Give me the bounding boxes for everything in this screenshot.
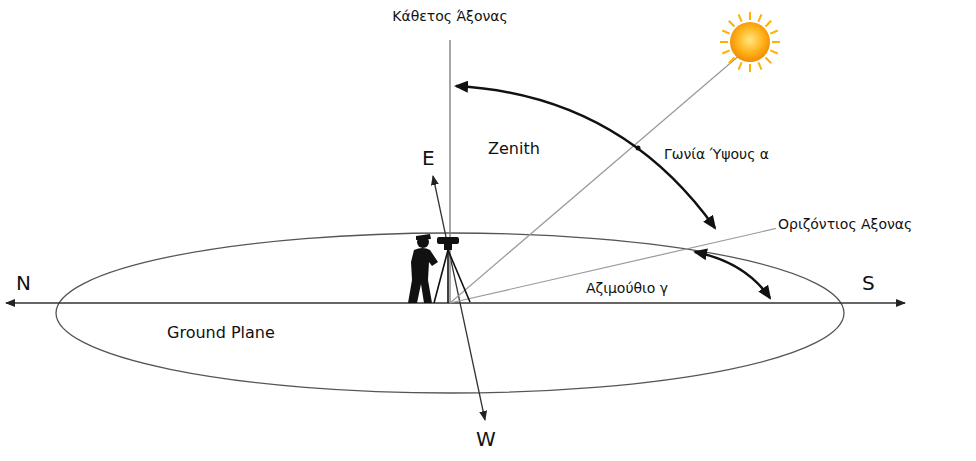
direction-letter: W [474, 428, 498, 451]
tripod [434, 250, 470, 303]
angle-label: Αζιμούθιο γ [584, 280, 670, 296]
direction-letter: E [420, 147, 437, 170]
sun-ray-line [450, 48, 748, 303]
east-west-axis [433, 176, 485, 420]
horizontal-axis [450, 218, 822, 303]
arc-dot [636, 146, 641, 151]
direction-letter: S [860, 272, 877, 295]
sun-icon [720, 12, 780, 72]
azimuth-arc [695, 252, 770, 298]
region-label: Ground Plane [165, 324, 277, 342]
surveyor-figure [408, 234, 459, 303]
vertical-axis [449, 40, 450, 303]
direction-letter: N [14, 272, 33, 295]
north-south-axis [6, 302, 905, 303]
axis-label: Οριζόντιος Αξονας [776, 216, 914, 232]
axis-label: Κάθετος Άξονας [390, 8, 510, 24]
angle-label: Γωνία Ύψους α [662, 146, 771, 162]
angle-label: Zenith [486, 140, 542, 158]
